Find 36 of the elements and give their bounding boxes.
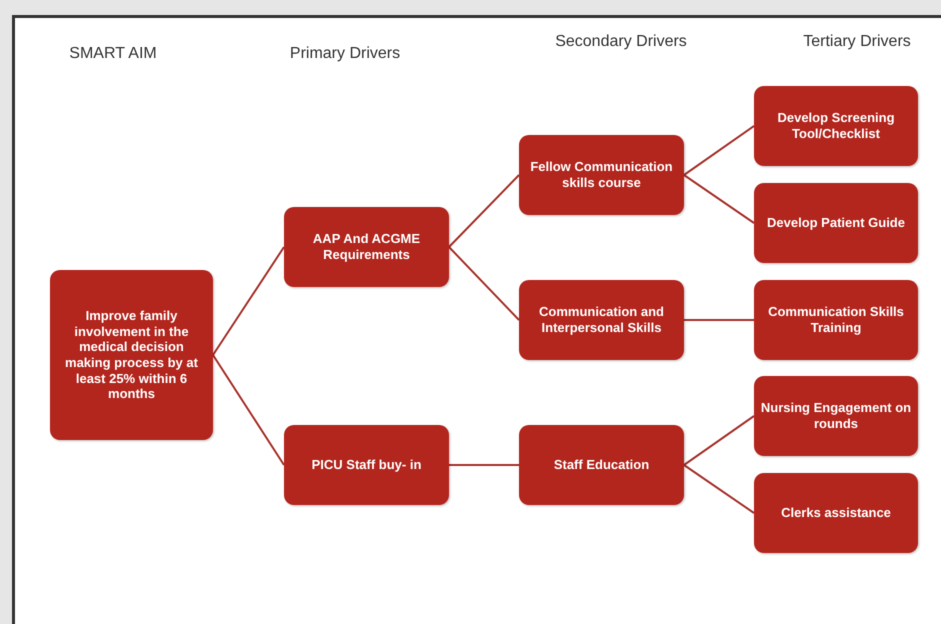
connector-line bbox=[683, 464, 755, 514]
box-text: Clerks assistance bbox=[780, 505, 892, 521]
connector-line bbox=[683, 415, 755, 466]
box-text: Improve family involvement in the medical decision making process by at least 25% within 6 months bbox=[64, 308, 199, 402]
box-text: Develop Screening Tool/Checklist bbox=[776, 110, 896, 142]
driver-box bbox=[284, 425, 449, 505]
driver-box bbox=[754, 183, 918, 263]
driver-box bbox=[754, 473, 918, 553]
box-text: Staff Education bbox=[552, 457, 650, 473]
connector-line bbox=[212, 354, 285, 466]
driver-box bbox=[754, 280, 918, 360]
connector-line bbox=[448, 174, 520, 248]
connector-line bbox=[683, 174, 755, 224]
connector-line bbox=[448, 246, 520, 321]
column-heading: SMART AIM bbox=[69, 45, 157, 63]
box-text: Communication and Interpersonal Skills bbox=[538, 304, 665, 336]
driver-box bbox=[519, 425, 684, 505]
driver-box bbox=[754, 86, 918, 166]
box-text: Nursing Engagement on rounds bbox=[760, 400, 912, 432]
connector-line bbox=[449, 464, 519, 466]
box-text: Communication Skills Training bbox=[767, 304, 905, 336]
driver-box bbox=[50, 270, 213, 440]
driver-box bbox=[754, 376, 918, 456]
box-text: AAP And ACGME Requirements bbox=[312, 231, 422, 263]
driver-box bbox=[519, 135, 684, 215]
column-heading: Secondary Drivers bbox=[555, 33, 687, 51]
column-heading: Primary Drivers bbox=[290, 45, 400, 63]
column-heading: Tertiary Drivers bbox=[803, 33, 911, 51]
connector-line bbox=[212, 246, 285, 356]
box-text: Fellow Communication skills course bbox=[529, 159, 674, 191]
box-text: Develop Patient Guide bbox=[766, 215, 906, 231]
connector-line bbox=[684, 319, 754, 321]
driver-box bbox=[519, 280, 684, 360]
connector-line bbox=[683, 125, 755, 176]
box-text: PICU Staff buy- in bbox=[310, 457, 422, 473]
driver-box bbox=[284, 207, 449, 287]
